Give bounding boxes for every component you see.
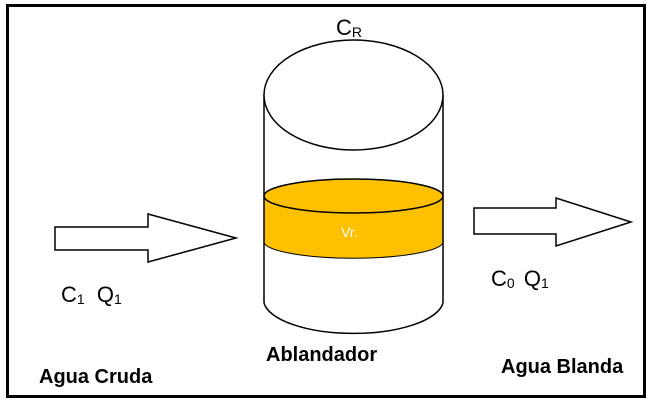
cr-main: C [336, 15, 352, 40]
outlet-c: C0 [491, 266, 515, 291]
resin-top-surface [263, 178, 444, 214]
outlet-variables: C0 Q1 [491, 266, 549, 292]
softener-tank [263, 39, 444, 335]
resin-concentration-label: CR [336, 15, 362, 41]
inlet-variables: C1 Q1 [61, 282, 122, 308]
inlet-name: Agua Cruda [39, 366, 153, 388]
tank-top [263, 39, 444, 151]
tank-bottom [263, 302, 444, 335]
inlet-c: C1 [61, 282, 85, 307]
inlet-q: Q1 [96, 282, 122, 307]
cr-sub: R [351, 24, 363, 40]
tank-name: Ablandador [266, 344, 378, 366]
outlet-q: Q1 [523, 266, 549, 291]
outlet-name: Agua Blanda [501, 356, 624, 378]
inlet-arrow [54, 213, 239, 263]
outlet-arrow [473, 196, 634, 248]
resin-volume-label: Vr. [341, 224, 358, 240]
